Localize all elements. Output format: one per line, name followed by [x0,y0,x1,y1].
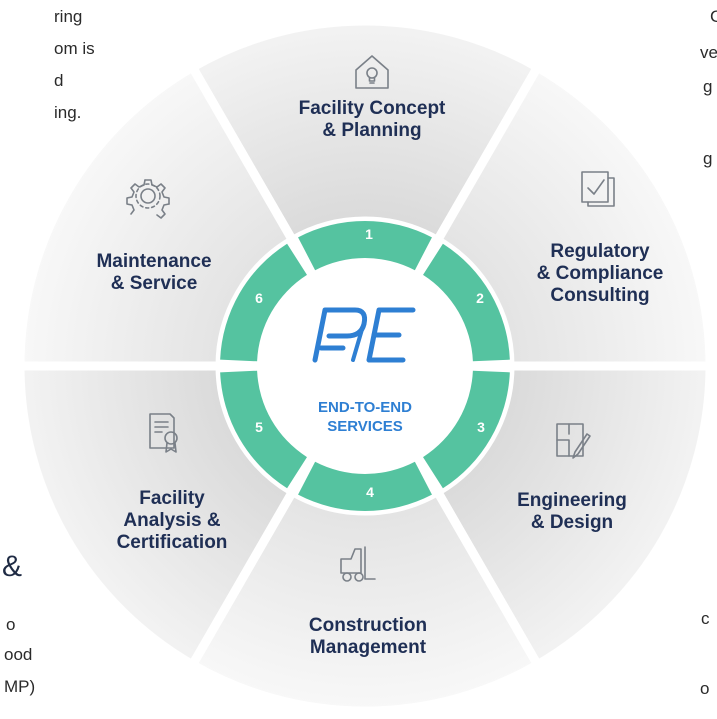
page-text-fragment: om is [54,39,95,58]
ring-segment-4 [298,461,432,511]
segment-6-label: Maintenance & Service [64,251,244,295]
segment-number-3: 3 [477,419,485,435]
ring-segment-6 [220,243,307,362]
ring-segment-3 [423,370,510,489]
checklist-document-icon [581,171,615,207]
segment-4-label-line2: Management [309,637,427,658]
page-text-fragment: g [703,149,713,168]
forklift-icon [340,546,376,582]
segment-number-6: 6 [255,290,263,306]
segment-2-label-line3: Consulting [550,285,650,306]
page-text-fragment: ing. [54,103,82,122]
segment-2-label-line1: Regulatory [550,241,650,262]
segment-2-label: Regulatory & Compliance Consulting [500,241,700,307]
page-text-fragment: ring [54,7,83,26]
segment-3-label-line2: & Design [530,512,614,533]
segment-2-label-line2: & Compliance [536,263,664,284]
segment-3-label-line1: Engineering [517,490,627,511]
segment-5-label-line2: Analysis & [123,510,221,531]
segment-number-4: 4 [366,484,374,500]
segment-1-label: Facility Concept & Planning [252,98,492,142]
segment-4-label: Construction Management [268,615,468,659]
page-text-fragment: C [710,7,717,26]
certificate-icon [149,413,178,453]
page-text-fragment: & [2,550,23,583]
page-text-fragment: ve [700,43,717,62]
page-text-fragment: o [700,679,710,698]
ring-segment-1 [298,221,432,271]
segment-1-label-line2: & Planning [322,120,422,141]
page-text-fragment: c [701,609,710,628]
pe-logo [312,307,416,363]
segment-3-label: Engineering & Design [482,490,662,534]
page-text-fragment: ood [4,645,33,664]
segment-6-label-line2: & Service [110,273,198,294]
segment-1-label-line1: Facility Concept [298,98,446,119]
segment-number-2: 2 [476,290,484,306]
ring-segment-5 [220,370,307,489]
page-text-fragment: g [703,77,713,96]
segment-6-label-line1: Maintenance [96,251,212,272]
center-label-line1: END-TO-END [318,399,412,416]
ring-segment-2 [423,243,510,362]
page-text-fragment: o [6,615,16,634]
center-label-line2: SERVICES [327,418,403,435]
center-label: END-TO-END SERVICES [290,398,440,436]
segment-5-label-line1: Facility [139,488,205,509]
segment-number-1: 1 [365,226,373,242]
segment-number-5: 5 [255,419,263,435]
house-lightbulb-icon [355,55,389,89]
page-text-fragment: MP) [4,677,36,696]
center-disc [218,219,512,513]
page-text-fragment: d [54,71,64,90]
segment-5-label-line3: Certification [116,532,228,553]
gear-icon [126,179,170,219]
floor-plan-pencil-icon [556,423,591,459]
segment-5-label: Facility Analysis & Certification [82,488,262,554]
segment-4-label-line1: Construction [308,615,428,636]
